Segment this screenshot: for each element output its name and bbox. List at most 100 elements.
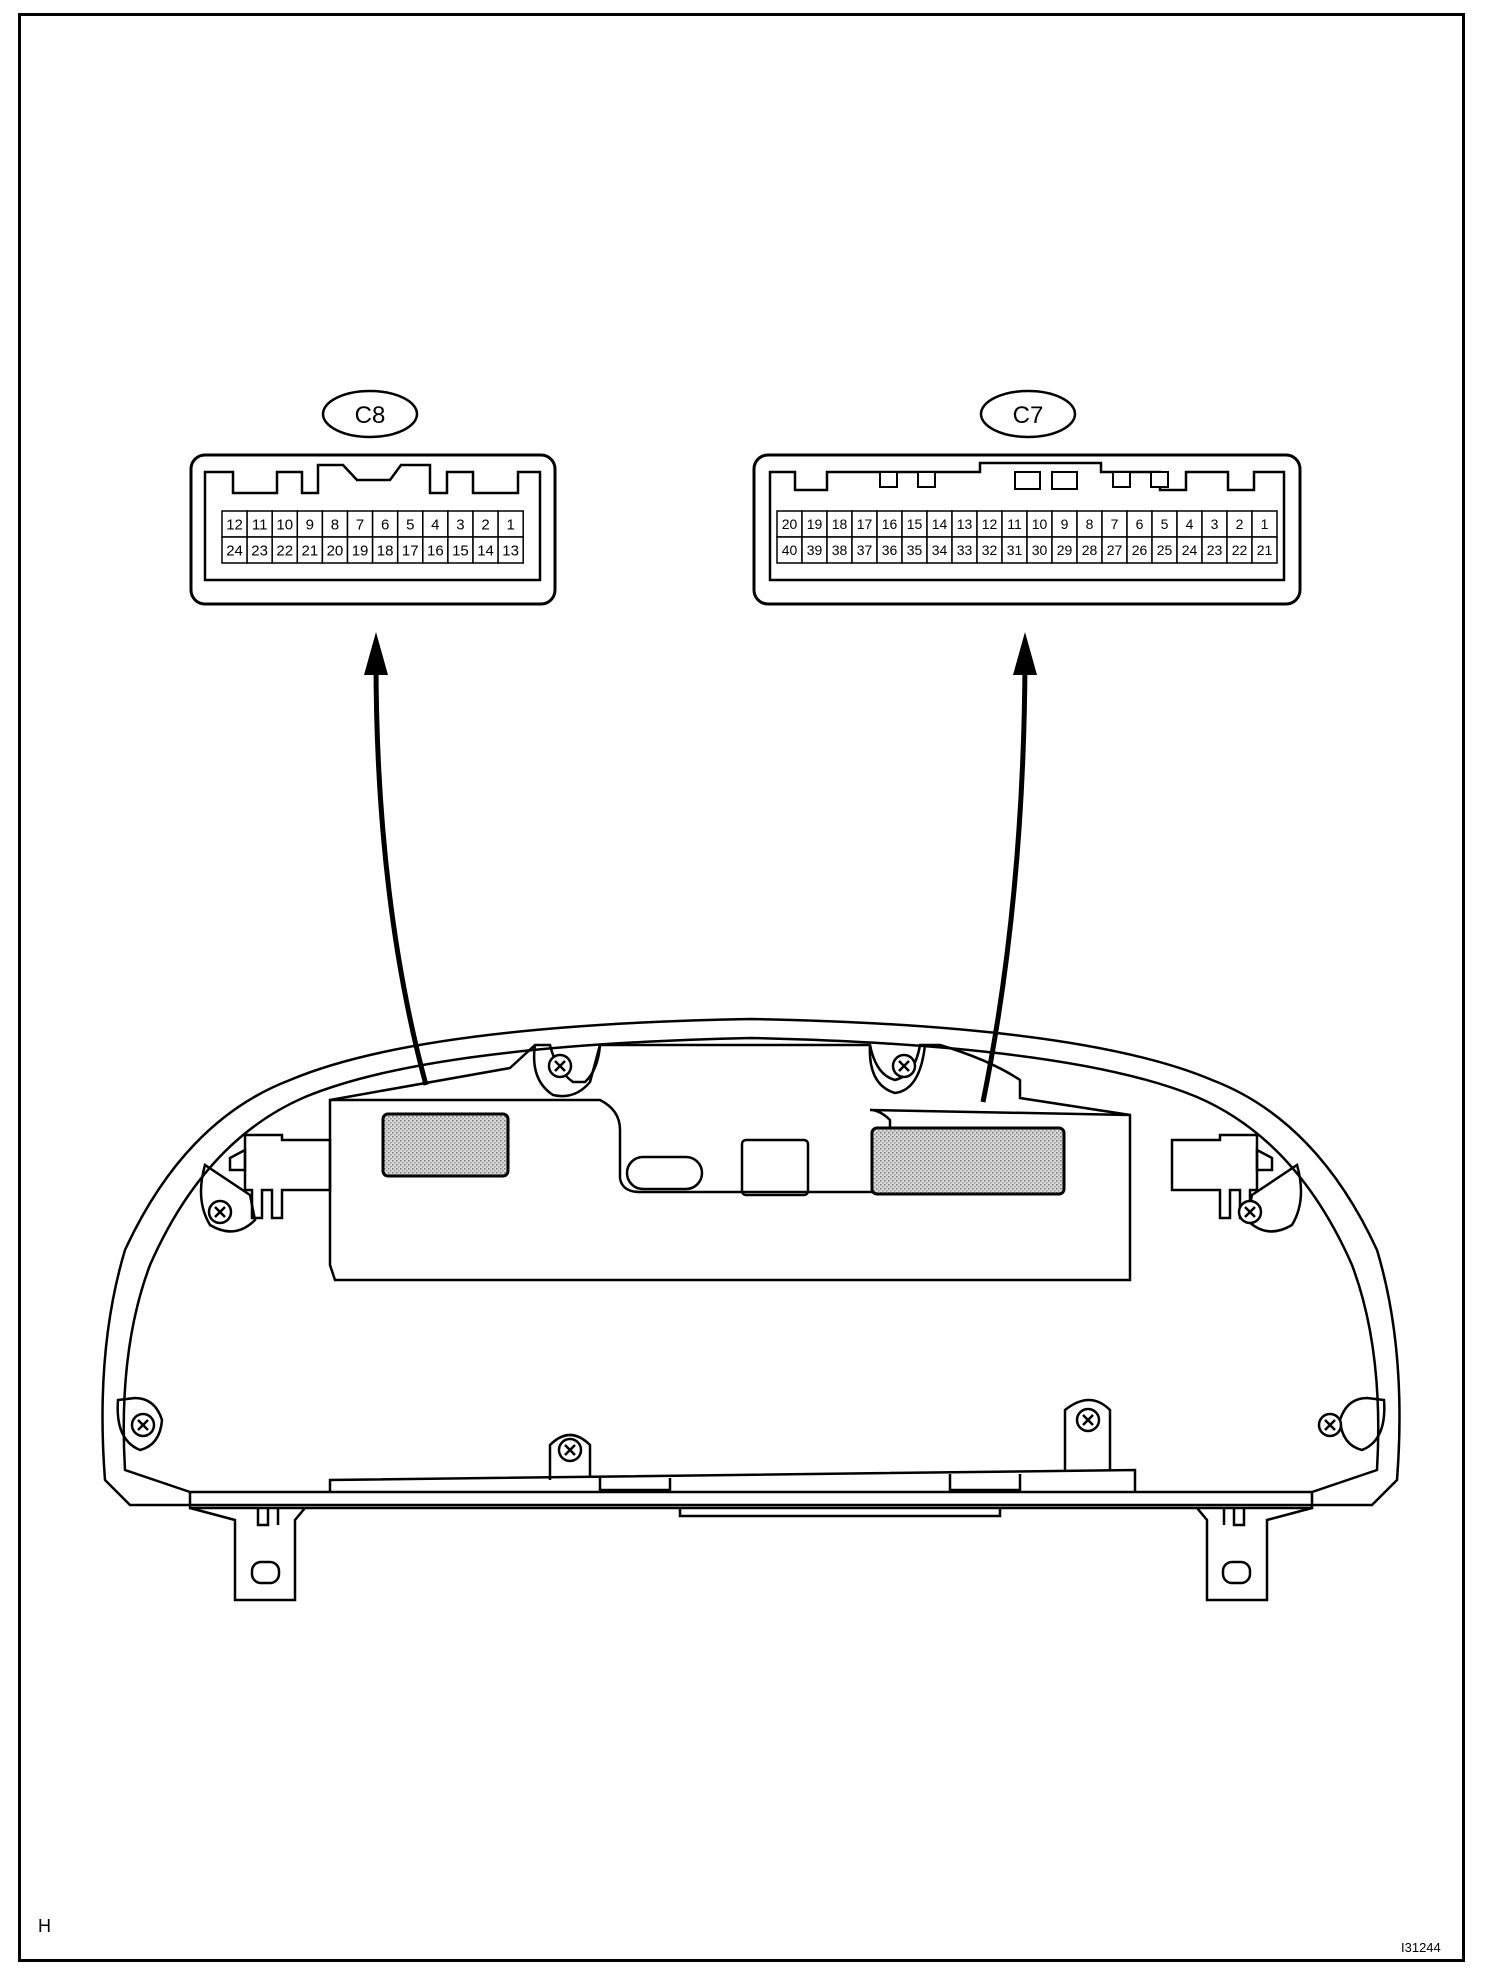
pin-number: 5 — [1161, 516, 1169, 532]
pin-number: 1 — [1261, 516, 1269, 532]
pin-number: 30 — [1032, 542, 1048, 558]
pin-cell — [1026, 536, 1053, 564]
pin-number: 7 — [356, 516, 364, 533]
pin-cell — [472, 510, 499, 538]
screw-icon — [1237, 1199, 1263, 1225]
pin-cell — [1176, 510, 1203, 538]
pin-number: 31 — [1007, 542, 1023, 558]
pin-number: 34 — [932, 542, 948, 558]
pin-cell — [346, 536, 374, 564]
meter-base-tab — [948, 1474, 1022, 1492]
pin-cell — [246, 510, 273, 538]
meter-right-clip-tab — [1255, 1147, 1274, 1172]
pin-cell — [1001, 510, 1028, 538]
pin-number: 2 — [1236, 516, 1244, 532]
combination-meter — [101, 1017, 1401, 1602]
meter-center-connector — [740, 1138, 810, 1197]
pin-cell — [926, 536, 953, 564]
pin-number: 6 — [1136, 516, 1144, 532]
pin-number: 37 — [857, 542, 873, 558]
connector-c7-slot — [879, 471, 898, 488]
pin-number: 18 — [832, 516, 848, 532]
meter-base-step — [328, 1468, 1137, 1492]
pin-number: 20 — [782, 516, 798, 532]
pin-cell — [1126, 536, 1153, 564]
pin-cell — [422, 536, 449, 564]
pin-number: 9 — [306, 516, 314, 533]
pin-number: 18 — [377, 542, 394, 559]
pin-number: 19 — [352, 542, 369, 559]
connector-c7-label-oval — [979, 389, 1077, 439]
screw-icon — [1317, 1412, 1343, 1438]
pin-number: 7 — [1111, 516, 1119, 532]
pin-number: 20 — [327, 542, 344, 559]
pin-cell — [876, 536, 903, 564]
meter-center-port — [625, 1155, 704, 1191]
pin-cell — [1076, 536, 1103, 564]
meter-screw-boss — [1338, 1396, 1386, 1452]
pin-number: 14 — [932, 516, 948, 532]
screw-icon — [557, 1437, 583, 1463]
meter-screw-boss — [1063, 1398, 1112, 1472]
meter-center-recess — [330, 1098, 1131, 1194]
pin-number: 16 — [882, 516, 898, 532]
pin-number: 21 — [1257, 542, 1273, 558]
pin-number: 40 — [782, 542, 798, 558]
screw-icon — [891, 1053, 917, 1079]
meter-right-foot — [1196, 1506, 1313, 1602]
pin-cell — [497, 536, 524, 564]
screw-icon — [207, 1199, 233, 1225]
pin-cell — [801, 510, 828, 538]
pin-number: 16 — [427, 542, 444, 559]
pin-cell — [976, 536, 1003, 564]
pin-cell — [1151, 510, 1178, 538]
pin-number: 21 — [302, 542, 319, 559]
figure-id: I31244 — [1401, 1940, 1441, 1955]
pin-cell — [1251, 510, 1278, 538]
pin-number: 11 — [1007, 516, 1022, 532]
connector-c8-keyway — [203, 463, 542, 582]
meter-left-foot-hole — [250, 1560, 281, 1585]
pin-number: 19 — [807, 516, 823, 532]
pin-number: 8 — [331, 516, 339, 533]
pin-number: 8 — [1086, 516, 1094, 532]
pin-number: 27 — [1107, 542, 1123, 558]
meter-upper-panel — [328, 1043, 1132, 1282]
meter-screw-boss — [868, 1044, 927, 1095]
pin-number: 15 — [452, 542, 469, 559]
connector-c7-keyway — [768, 461, 1286, 582]
pin-number: 35 — [907, 542, 923, 558]
connector-c8-label: C8 — [355, 402, 386, 429]
meter-socket-c7 — [870, 1126, 1066, 1196]
pin-cell — [951, 536, 978, 564]
meter-bottom-strip — [678, 1508, 1002, 1518]
connector-c7-slot — [1150, 471, 1169, 488]
pin-number: 9 — [1061, 516, 1069, 532]
meter-screw-boss — [548, 1433, 592, 1480]
pin-number: 24 — [226, 542, 243, 559]
pin-number: 33 — [957, 542, 973, 558]
meter-left-foot — [189, 1506, 306, 1602]
figure-letter: H — [38, 1916, 51, 1936]
pin-number: 10 — [1032, 516, 1048, 532]
pin-cell — [1201, 536, 1228, 564]
pin-cell — [447, 510, 474, 538]
pin-number: 17 — [857, 516, 873, 532]
pin-cell — [901, 536, 928, 564]
meter-screw-boss — [199, 1163, 257, 1233]
pin-number: 32 — [982, 542, 998, 558]
pin-cell — [396, 536, 424, 564]
pin-number: 38 — [832, 542, 848, 558]
arrow-to-c8 — [364, 632, 429, 1086]
arrow-to-c7-shaft — [980, 659, 1028, 1103]
meter-inner-outline — [122, 1036, 1380, 1494]
pin-number: 36 — [882, 542, 898, 558]
pin-cell — [321, 510, 349, 538]
meter-screw-boss — [116, 1396, 164, 1452]
pin-number: 10 — [276, 516, 293, 533]
pin-number: 5 — [406, 516, 414, 533]
